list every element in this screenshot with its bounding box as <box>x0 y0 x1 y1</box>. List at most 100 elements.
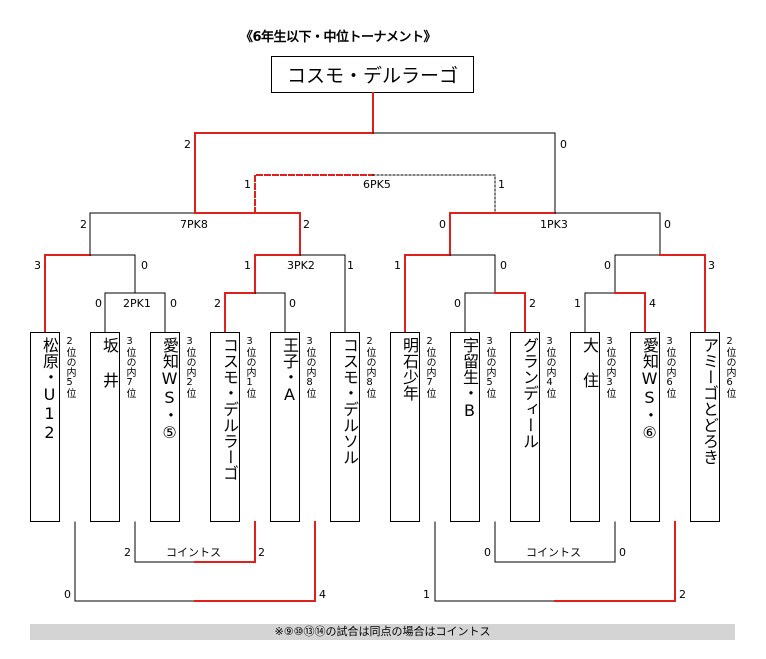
team-rank-2: 3位の内7位 <box>124 336 135 398</box>
team-name: 王子・A <box>280 337 299 404</box>
bottom-right-line-a <box>434 521 556 602</box>
team-rank-1: 2位の内5位 <box>64 336 75 398</box>
score-sfr-left: 0 <box>439 218 446 231</box>
footnote-bar: ※⑨⑩⑬⑭の試合は同点の場合はコイントス <box>30 624 735 640</box>
bottom-left-line-b <box>194 521 316 602</box>
team-name: アミーゴとどろき <box>700 337 719 465</box>
score-bottom-left-a: 0 <box>64 588 71 601</box>
final-win-line <box>194 92 374 214</box>
score-r3-right: 2 <box>529 297 536 310</box>
team-name: グランディール <box>520 337 539 449</box>
score-sfl-pk: 7PK8 <box>180 218 208 231</box>
third-place-line-right <box>372 174 496 214</box>
score-sfr-right: 0 <box>664 218 671 231</box>
team-box-1: 松原・U12 <box>30 332 60 522</box>
team-name: 坂 井 <box>100 337 119 388</box>
bottom-right-line-b <box>554 521 676 602</box>
coin-toss-label-right: コイントス <box>526 546 581 559</box>
score-r1-right: 0 <box>170 297 177 310</box>
team-name: 大 住 <box>580 337 599 388</box>
score-coin-right-a: 0 <box>484 546 491 559</box>
team-box-9: グランディール <box>510 332 540 522</box>
team-box-12: アミーゴとどろき <box>690 332 720 522</box>
team-rank-12: 2位の内6位 <box>724 336 735 398</box>
score-q2-pk: 3PK2 <box>287 259 315 272</box>
semi-left-line-b <box>194 212 301 256</box>
footnote-text: ※⑨⑩⑬⑭の試合は同点の場合はコイントス <box>274 625 491 638</box>
score-bottom-right-b: 2 <box>679 588 686 601</box>
team-rank-5: 3位の内8位 <box>304 336 315 398</box>
third-place-line-left <box>254 174 374 214</box>
team-box-7: 明石少年 <box>390 332 420 522</box>
team-box-4: コスモ・デルラーゴ <box>210 332 240 522</box>
score-r3-left: 0 <box>454 297 461 310</box>
r3-line-b <box>494 292 526 333</box>
score-q2-left: 1 <box>244 259 251 272</box>
team-name: 愛知WS・⑥ <box>640 337 659 442</box>
team-rank-4: 3位の内1位 <box>244 336 255 398</box>
team-name: 松原・U12 <box>40 337 59 442</box>
team-name: 明石少年 <box>400 337 419 401</box>
team-name: 愛知WS・⑤ <box>160 337 179 442</box>
q4-line-a <box>614 254 661 294</box>
score-sfl-right: 2 <box>303 218 310 231</box>
score-third-left: 1 <box>244 178 251 191</box>
score-r2-right: 0 <box>289 297 296 310</box>
q3-line-a <box>404 254 451 333</box>
team-box-5: 王子・A <box>270 332 300 522</box>
score-r2-left: 2 <box>214 297 221 310</box>
score-q4-right: 3 <box>708 259 715 272</box>
team-box-6: コスモ・デルソル <box>330 332 360 522</box>
team-box-3: 愛知WS・⑤ <box>150 332 180 522</box>
score-coin-right-b: 0 <box>619 546 626 559</box>
r1-line-a <box>104 292 136 333</box>
bottom-left-line-a <box>74 521 196 602</box>
coin-right-line <box>494 521 616 563</box>
team-rank-11: 3位の内6位 <box>664 336 675 398</box>
coin-left-line-a <box>134 521 196 563</box>
score-r4-left: 1 <box>574 297 581 310</box>
score-r1-left: 0 <box>95 297 102 310</box>
team-box-11: 愛知WS・⑥ <box>630 332 660 522</box>
r2-line-b <box>254 292 286 333</box>
score-q1-right: 0 <box>141 259 148 272</box>
semi-right-line-b <box>554 212 661 256</box>
team-name: コスモ・デルソル <box>340 337 359 465</box>
score-final-right: 0 <box>560 138 567 151</box>
final-lose-line <box>372 132 556 214</box>
score-q3-right: 0 <box>500 259 507 272</box>
score-final-left: 2 <box>184 138 191 151</box>
score-bottom-right-a: 1 <box>423 588 430 601</box>
team-rank-10: 3位の内3位 <box>604 336 615 398</box>
q2-line-b <box>299 254 346 333</box>
score-sfl-left: 2 <box>80 218 87 231</box>
score-q2-right: 1 <box>347 259 354 272</box>
q3-line-b <box>449 254 496 294</box>
champion-name: コスモ・デルラーゴ <box>286 65 458 87</box>
score-bottom-left-b: 4 <box>319 588 326 601</box>
r2-line-a <box>224 292 256 333</box>
q1-line-a <box>44 254 91 333</box>
coin-toss-label-left: コイントス <box>166 546 221 559</box>
score-r4-right: 4 <box>649 297 656 310</box>
r1-line-b <box>134 292 166 333</box>
semi-right-line-a <box>449 212 556 256</box>
score-r1-pk: 2PK1 <box>123 297 151 310</box>
score-sfr-pk: 1PK3 <box>540 218 568 231</box>
team-box-2: 坂 井 <box>90 332 120 522</box>
q2-line-a <box>254 254 301 294</box>
team-rank-6: 2位の内8位 <box>364 336 375 398</box>
score-coin-left-a: 2 <box>124 546 131 559</box>
team-name: コスモ・デルラーゴ <box>220 337 239 481</box>
team-rank-8: 3位の内5位 <box>484 336 495 398</box>
score-third-pk: 6PK5 <box>363 178 391 191</box>
r3-line-a <box>464 292 496 333</box>
team-rank-7: 2位の内7位 <box>424 336 435 398</box>
team-box-8: 宇留生・B <box>450 332 480 522</box>
q4-line-b <box>659 254 706 333</box>
score-q3-left: 1 <box>394 259 401 272</box>
score-third-right: 1 <box>498 178 505 191</box>
page-title: 《6年生以下・中位トーナメント》 <box>240 30 437 45</box>
team-box-10: 大 住 <box>570 332 600 522</box>
